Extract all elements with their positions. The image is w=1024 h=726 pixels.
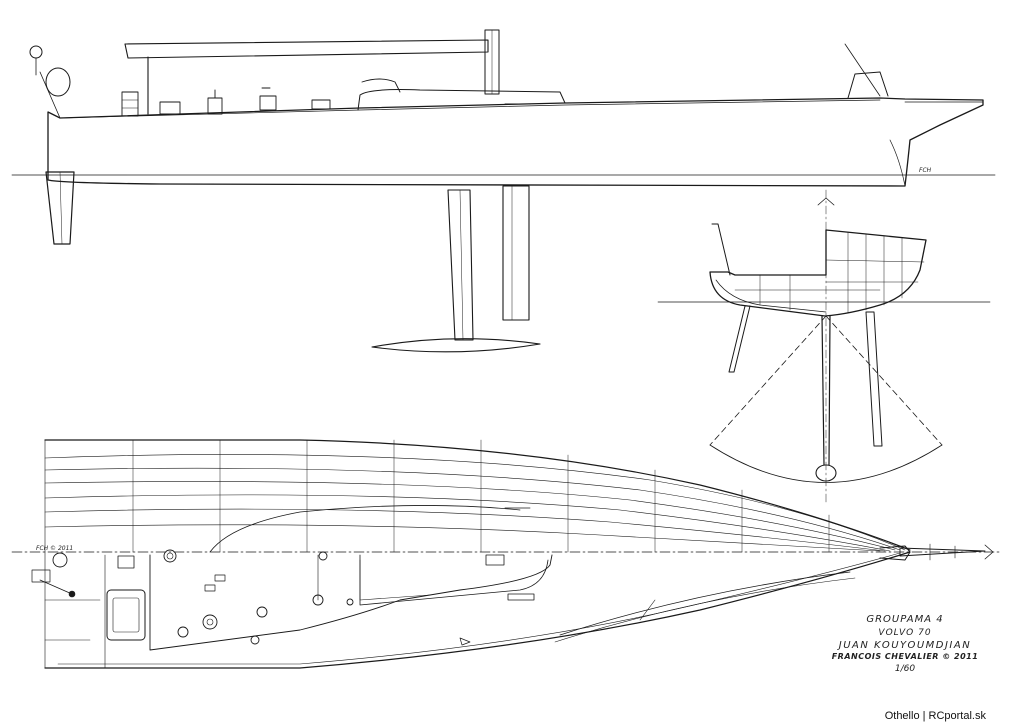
title-line-scale: 1/60 [894,663,916,674]
watermark: Othello | RCportal.sk [884,710,986,722]
side-view-signature: FCH [919,167,932,174]
title-line-author: FRANCOIS CHEVALIER © 2011 [831,652,979,662]
title-line-designer: JUAN KOUYOUMDJIAN [838,639,972,651]
title-line-boat: GROUPAMA 4 [866,614,944,625]
plan-view-signature: FCH © 2011 [36,545,74,552]
side-profile-view [11,29,996,353]
plan-view [11,439,1001,669]
title-line-class: VOLVO 70 [878,627,932,638]
title-block: GROUPAMA 4 VOLVO 70 JUAN KOUYOUMDJIAN FR… [800,613,1010,675]
section-view [657,189,991,506]
